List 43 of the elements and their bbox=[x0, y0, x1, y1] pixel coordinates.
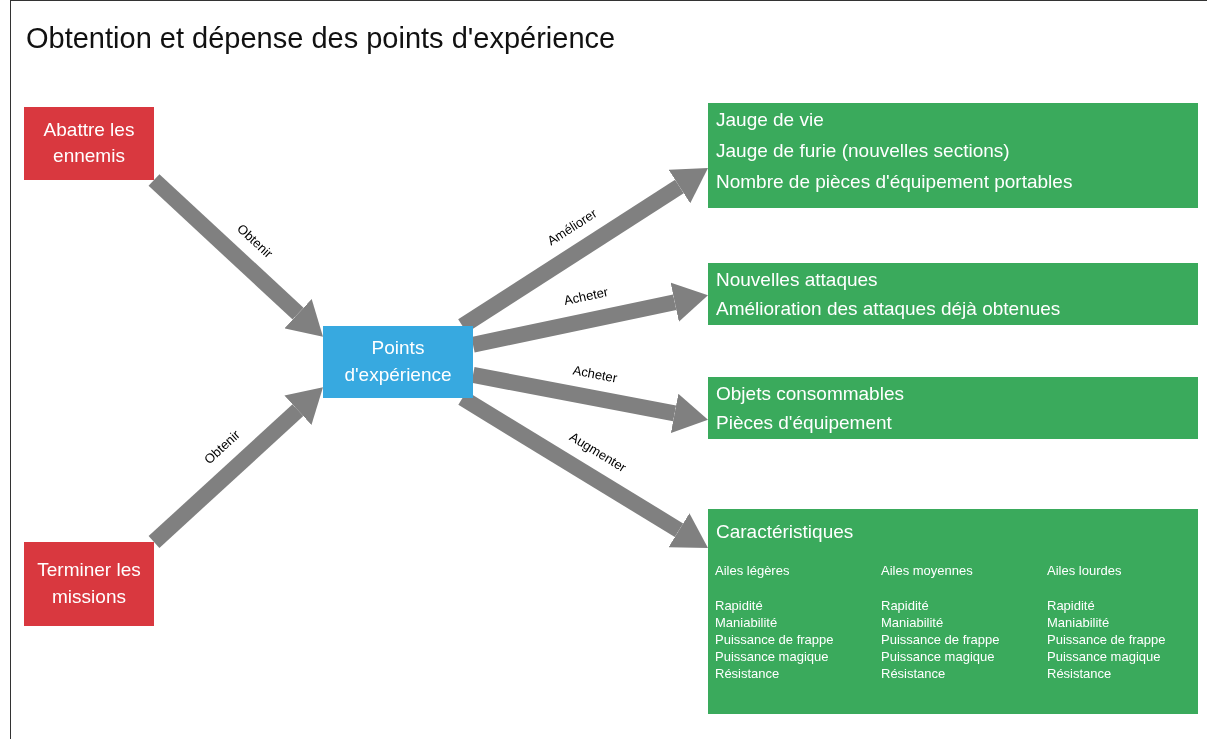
list-item: Puissance de frappe bbox=[715, 632, 834, 647]
list-item: Jauge de furie (nouvelles sections) bbox=[716, 140, 1010, 162]
section-heading: Caractéristiques bbox=[716, 521, 854, 543]
list-item: Résistance bbox=[881, 666, 946, 681]
list-item: Jauge de vie bbox=[716, 109, 824, 131]
list-item: Nouvelles attaques bbox=[716, 269, 878, 291]
column-heading: Ailes moyennes bbox=[881, 563, 973, 578]
node-label: Points d'expérience bbox=[343, 336, 453, 387]
source-box bbox=[24, 107, 154, 180]
list-item: Résistance bbox=[1047, 666, 1112, 681]
list-item: Rapidité bbox=[1047, 598, 1095, 613]
list-item: Puissance de frappe bbox=[1047, 632, 1166, 647]
list-item: Objets consommables bbox=[716, 383, 904, 405]
arrow bbox=[148, 387, 323, 548]
result-box bbox=[708, 263, 1198, 325]
list-item: Rapidité bbox=[881, 598, 929, 613]
node-label: Terminer les missions bbox=[36, 558, 142, 609]
edge-label: Acheter bbox=[571, 362, 619, 386]
column-heading: Ailes légères bbox=[715, 563, 790, 578]
arrow bbox=[148, 174, 323, 337]
list-item: Maniabilité bbox=[1047, 615, 1110, 630]
list-item: Rapidité bbox=[715, 598, 763, 613]
node-label: Abattre les ennemis bbox=[42, 117, 136, 169]
column-heading: Ailes lourdes bbox=[1047, 563, 1122, 578]
edge-label: Acheter bbox=[562, 284, 609, 309]
list-item: Résistance bbox=[715, 666, 780, 681]
list-item: Puissance magique bbox=[715, 649, 829, 664]
list-item: Puissance de frappe bbox=[881, 632, 1000, 647]
arrow bbox=[471, 282, 708, 353]
result-box bbox=[708, 103, 1198, 208]
list-item: Puissance magique bbox=[881, 649, 995, 664]
hub-box bbox=[323, 326, 473, 398]
list-item: Amélioration des attaques déjà obtenues bbox=[716, 298, 1061, 320]
list-item: Pièces d'équipement bbox=[716, 412, 892, 434]
list-item: Maniabilité bbox=[715, 615, 778, 630]
result-box bbox=[708, 377, 1198, 439]
arrow bbox=[471, 367, 708, 434]
result-box bbox=[708, 509, 1198, 714]
source-box bbox=[24, 542, 154, 626]
list-item: Nombre de pièces d'équipement portables bbox=[716, 171, 1073, 193]
diagram-title: Obtention et dépense des points d'expérience bbox=[26, 22, 616, 55]
list-item: Maniabilité bbox=[881, 615, 944, 630]
list-item: Puissance magique bbox=[1047, 649, 1161, 664]
